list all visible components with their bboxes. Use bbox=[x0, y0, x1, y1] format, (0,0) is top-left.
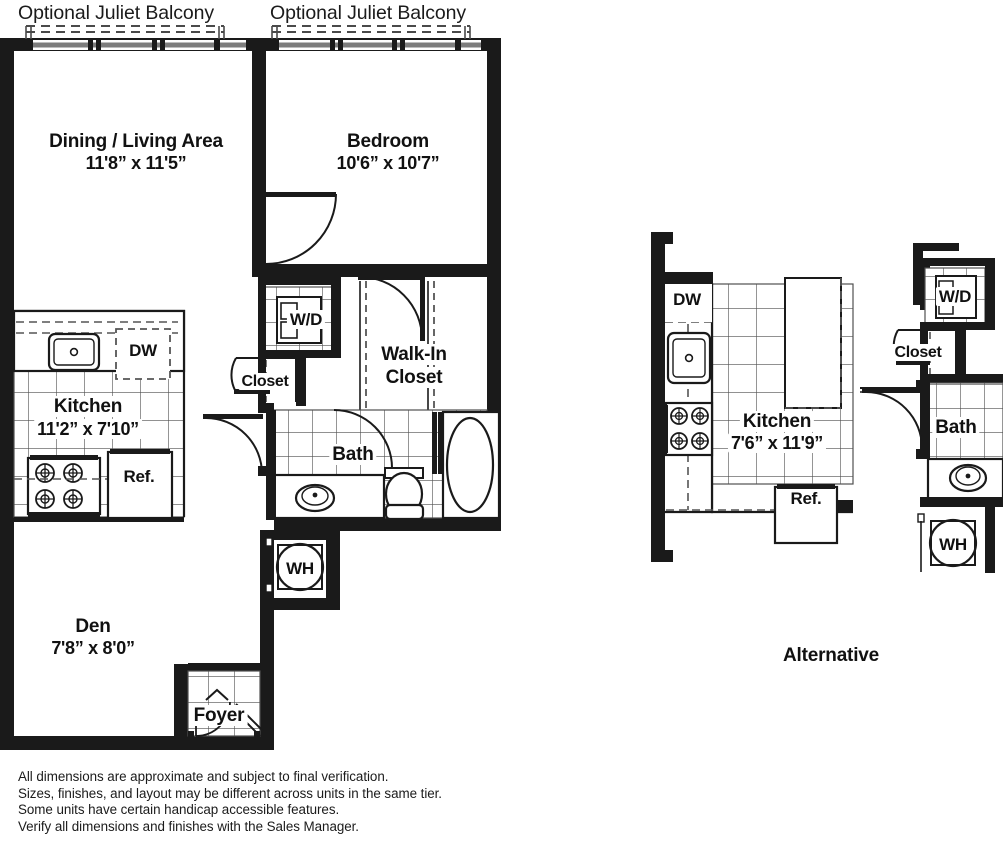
toilet bbox=[384, 467, 425, 521]
foyer-label: Foyer bbox=[190, 705, 248, 727]
closet-label: Closet bbox=[238, 373, 292, 391]
room-label-kitchen: Kitchen bbox=[50, 396, 126, 418]
alt-room-label-kitchen-text: Kitchen bbox=[739, 411, 815, 432]
water-heater-label: WH bbox=[283, 559, 317, 579]
dishwasher-label-text: DW bbox=[126, 341, 160, 360]
bath-label-text: Bath bbox=[329, 444, 377, 465]
room-dim-bedroom: 10'6” x 10'7” bbox=[336, 153, 440, 173]
disclaimer-line-4: Verify all dimensions and finishes with … bbox=[18, 818, 359, 834]
water-heater-label-text: WH bbox=[283, 559, 317, 578]
alt-bath-label: Bath bbox=[932, 417, 980, 439]
balcony-label-left: Optional Juliet Balcony bbox=[18, 2, 215, 24]
alt-dishwasher-label-text: DW bbox=[670, 290, 704, 309]
alt-room-dim-kitchen: 7'6” x 11'9” bbox=[727, 433, 827, 454]
walkin-closet-label-line2: Closet bbox=[382, 367, 446, 389]
alt-refrigerator-label: Ref. bbox=[787, 489, 825, 509]
alternative-unit-plan bbox=[651, 232, 1003, 573]
balcony-label-right: Optional Juliet Balcony bbox=[270, 2, 467, 24]
juliet-balcony-right-window bbox=[273, 38, 488, 51]
cooktop bbox=[14, 455, 110, 517]
closet-label-text: Closet bbox=[238, 373, 292, 390]
alt-water-heater-label-text: WH bbox=[936, 535, 970, 554]
disclaimer-line-2: Sizes, finishes, and layout may be diffe… bbox=[18, 785, 442, 801]
bathroom-vanity bbox=[272, 473, 386, 520]
foyer-label-text: Foyer bbox=[190, 705, 248, 726]
washer-dryer-label-text: W/D bbox=[286, 310, 326, 329]
alt-closet-label: Closet bbox=[891, 344, 945, 362]
kitchen-area bbox=[12, 309, 186, 522]
walkin-closet-label-line1: Walk-In bbox=[378, 344, 450, 366]
alt-kitchen-sink bbox=[666, 331, 712, 385]
refrigerator-label-text: Ref. bbox=[120, 467, 158, 486]
washer-dryer-label: W/D bbox=[286, 310, 326, 330]
juliet-balcony-left-window bbox=[27, 38, 253, 51]
alt-water-heater-label: WH bbox=[936, 535, 970, 555]
room-dim-kitchen: 11'2” x 7'10” bbox=[34, 419, 142, 440]
bathtub bbox=[441, 410, 501, 520]
alt-bath-label-text: Bath bbox=[932, 417, 980, 438]
bedroom-door bbox=[252, 190, 337, 265]
disclaimer-block: All dimensions are approximate and subje… bbox=[18, 769, 638, 835]
alt-service-core bbox=[860, 243, 1003, 573]
walk-in-closet bbox=[341, 264, 488, 418]
disclaimer-line-1: All dimensions are approximate and subje… bbox=[18, 769, 389, 784]
bathroom bbox=[203, 403, 501, 521]
room-dim-den: 7'8” x 8'0” bbox=[51, 638, 135, 658]
bath-label: Bath bbox=[329, 444, 377, 466]
dishwasher-outline bbox=[115, 328, 171, 380]
dishwasher-label: DW bbox=[126, 341, 160, 361]
alt-refrigerator-label-text: Ref. bbox=[787, 489, 825, 508]
juliet-balcony-left-outline bbox=[26, 25, 224, 33]
main-unit-plan bbox=[0, 25, 501, 750]
disclaimer-line-3: Some units have certain handicap accessi… bbox=[18, 802, 340, 818]
walkin-closet-label-text: Walk-In bbox=[378, 344, 450, 365]
kitchen-sink bbox=[47, 332, 101, 372]
juliet-balcony-right-outline bbox=[272, 25, 470, 33]
alt-dishwasher-label: DW bbox=[670, 290, 704, 310]
room-label-bedroom: Bedroom bbox=[347, 131, 429, 152]
alt-washer-dryer-label-text: W/D bbox=[935, 287, 975, 306]
walkin-closet-label-text2: Closet bbox=[382, 367, 446, 388]
room-dim-kitchen-text: 11'2” x 7'10” bbox=[34, 419, 142, 439]
alt-cooktop bbox=[663, 401, 714, 457]
refrigerator-label: Ref. bbox=[120, 467, 158, 487]
room-label-kitchen-text: Kitchen bbox=[50, 396, 126, 417]
room-label-den: Den bbox=[75, 616, 111, 637]
room-label-dining-living: Dining / Living Area bbox=[49, 131, 223, 152]
alternative-caption: Alternative bbox=[783, 645, 880, 666]
alt-closet-label-text: Closet bbox=[891, 344, 945, 361]
alt-room-label-kitchen: Kitchen bbox=[739, 411, 815, 433]
alt-room-dim-kitchen-text: 7'6” x 11'9” bbox=[727, 433, 827, 453]
room-dim-dining-living: 11'8” x 11'5” bbox=[85, 153, 187, 173]
alt-washer-dryer-label: W/D bbox=[935, 287, 975, 307]
